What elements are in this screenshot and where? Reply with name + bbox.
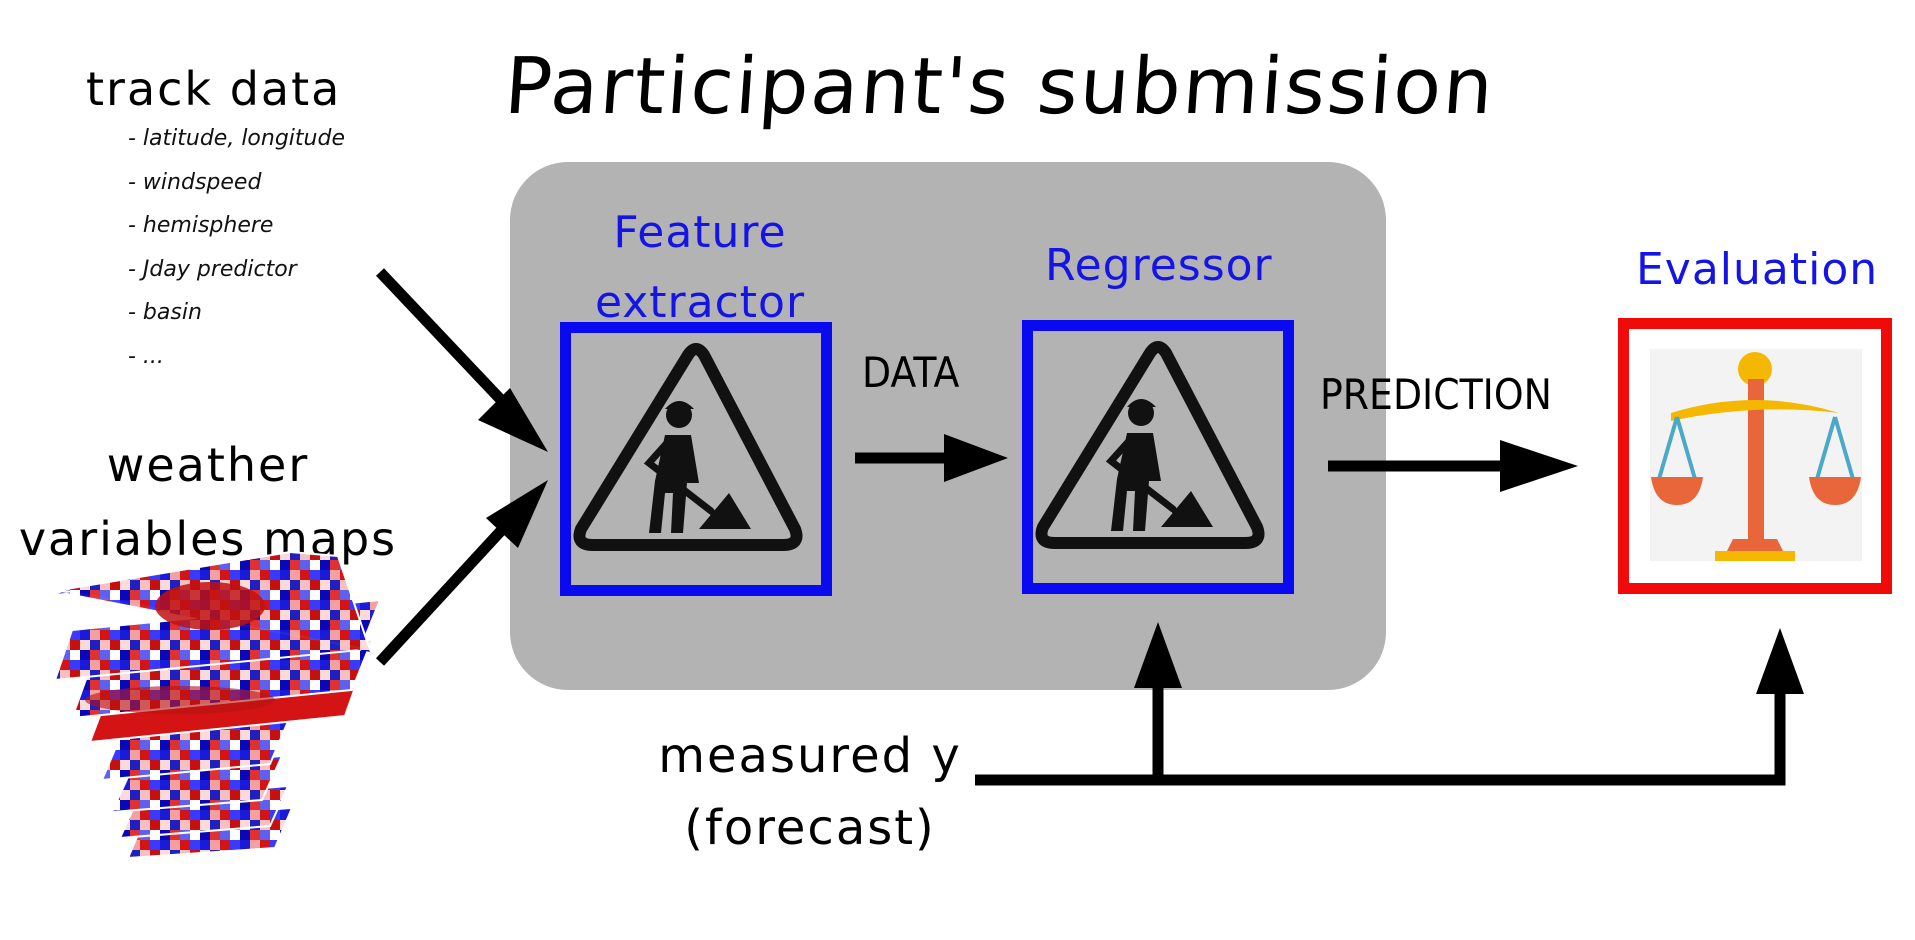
feature-extractor-label: Feature extractor (580, 198, 820, 338)
track-data-heading: track data (86, 62, 342, 116)
balance-scale-icon (1650, 349, 1862, 561)
regressor-arrowhead (1134, 622, 1182, 688)
regressor-box (1022, 320, 1294, 594)
under-construction-icon (573, 343, 803, 551)
measured-y-label: measured y (forecast) (650, 720, 970, 864)
data-arrowhead (944, 434, 1008, 482)
track-data-arrow (376, 268, 524, 424)
measured-y-line2: (forecast) (684, 800, 936, 856)
track-data-arrowhead (478, 388, 548, 452)
feature-extractor-box (560, 322, 832, 596)
evaluation-box (1618, 318, 1892, 594)
data-arrow-label: DATA (862, 348, 960, 397)
track-data-item: - basin (128, 300, 202, 325)
track-data-item: - ... (128, 343, 164, 369)
measured-y-line (975, 670, 1786, 786)
prediction-arrowhead (1500, 440, 1578, 492)
track-data-item: - windspeed (128, 169, 262, 195)
weather-maps-arrowhead (486, 480, 548, 548)
feature-extractor-line2: extractor (594, 277, 806, 328)
track-data-item: - Jday predictor (128, 256, 297, 282)
feature-extractor-line1: Feature (613, 207, 787, 258)
track-data-item: - hemisphere (128, 213, 274, 238)
weather-maps-label: weather variables maps (18, 428, 398, 576)
prediction-arrow-label: PREDICTION (1320, 370, 1552, 419)
submission-container (510, 162, 1386, 690)
weather-maps-arrow (375, 504, 527, 666)
evaluation-label: Evaluation (1636, 244, 1879, 295)
heatmap-layers (53, 550, 382, 860)
measured-y-line1: measured y (658, 728, 962, 784)
track-data-item: - latitude, longitude (128, 126, 345, 151)
track-data-list: - latitude, longitude - windspeed - hemi… (128, 126, 345, 387)
under-construction-icon (1035, 341, 1265, 549)
evaluation-arrowhead (1756, 628, 1804, 694)
weather-maps-line1: weather (106, 438, 310, 492)
regressor-label: Regressor (1045, 240, 1273, 291)
